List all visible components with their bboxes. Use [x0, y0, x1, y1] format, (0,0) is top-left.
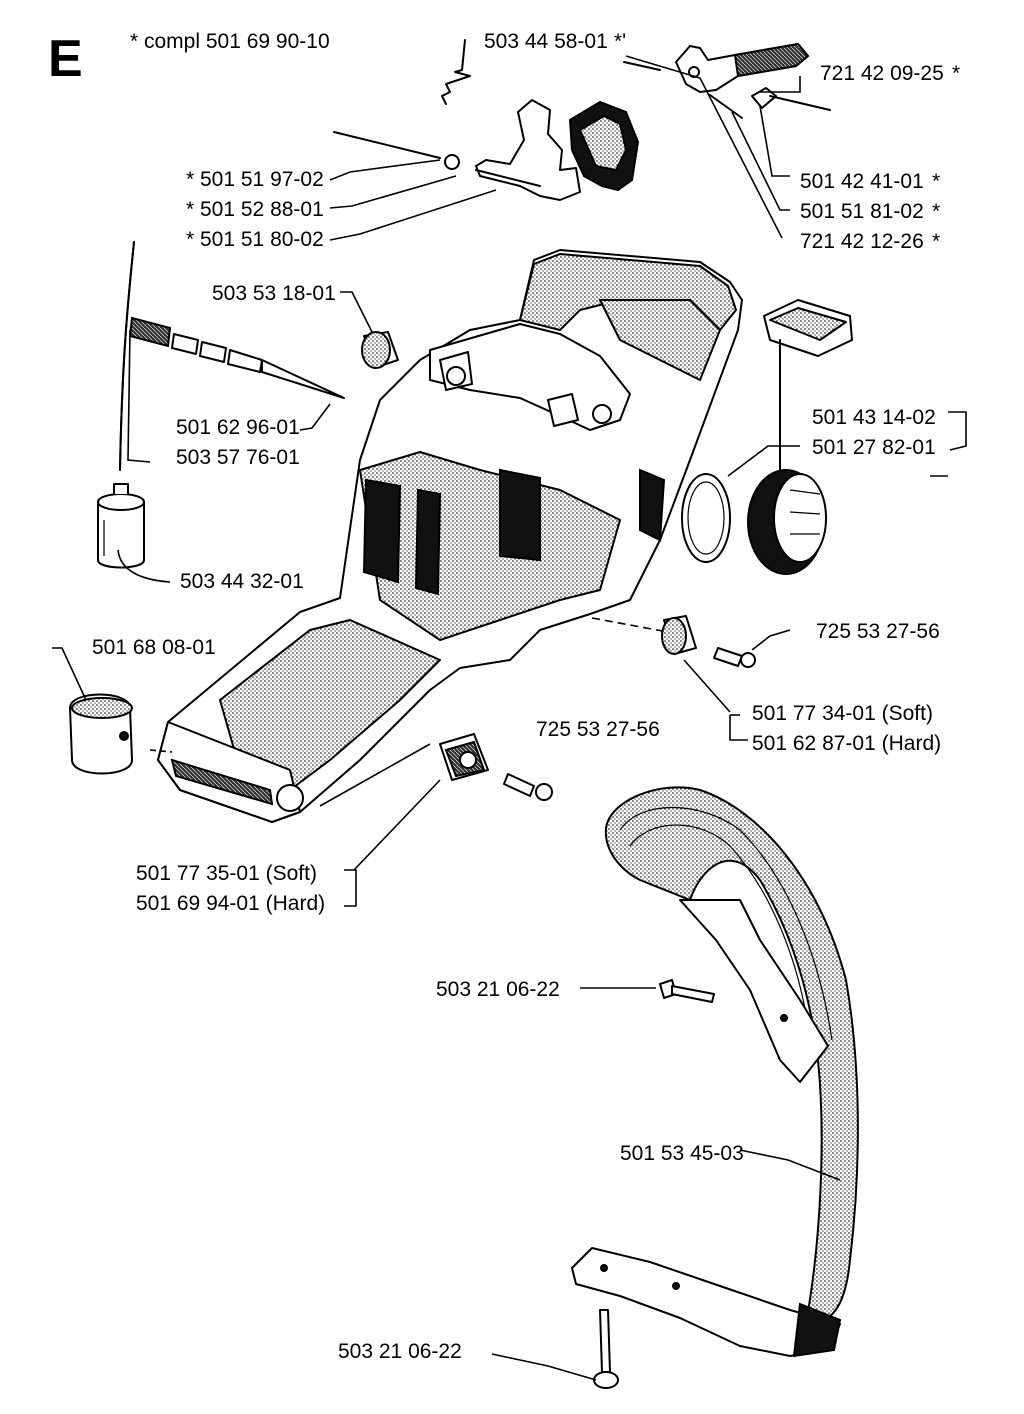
- label-501-42-41-01-mark: *: [932, 170, 940, 193]
- pin-501-51-97-02: [333, 131, 441, 159]
- label-503-53-18-01: 503 53 18-01: [212, 282, 336, 305]
- label-503-21-06-22-top: 503 21 06-22: [436, 978, 560, 1001]
- label-721-42-09-25: 721 42 09-25: [820, 62, 944, 85]
- label-501-42-41-01: 501 42 41-01: [800, 170, 924, 193]
- label-501-62-87-01-hard: 501 62 87-01 (Hard): [752, 732, 941, 755]
- pin-721-42-09-25: [769, 95, 831, 111]
- throttle-lockout: [444, 99, 640, 201]
- handle-screw-bottom: [593, 1309, 619, 1389]
- front-handle: [571, 786, 859, 1358]
- label-501-53-45-03: 501 53 45-03: [620, 1142, 744, 1165]
- label-721-42-12-26-mark: *: [932, 230, 940, 253]
- label-721-42-12-26: 721 42 12-26: [800, 230, 924, 253]
- label-501-69-94-01-hard: 501 69 94-01 (Hard): [136, 892, 325, 915]
- screw-725-53-27-56-bottom: [503, 773, 535, 797]
- label-501-43-14-02: 501 43 14-02: [812, 406, 936, 429]
- label-725-53-27-56-bottom: 725 53 27-56: [536, 718, 660, 741]
- rubber-buffer: [361, 331, 399, 369]
- o-ring: [681, 473, 731, 563]
- filter-cap-left: [69, 693, 133, 775]
- spring-wire: [441, 39, 471, 105]
- label-503-44-58-01: 503 44 58-01: [484, 30, 608, 53]
- label-501-27-82-01: 501 27 82-01: [812, 436, 936, 459]
- label-721-42-09-25-mark: *: [952, 62, 960, 85]
- label-501-51-80-02: * 501 51 80-02: [186, 228, 324, 251]
- label-501-77-34-01-soft: 501 77 34-01 (Soft): [752, 702, 933, 725]
- fuel-hose: [119, 241, 135, 471]
- fuel-fitting: [128, 316, 345, 399]
- tank-housing: [157, 249, 743, 823]
- fuel-filter: [97, 483, 145, 569]
- label-503-44-58-01-mark: *': [614, 30, 626, 53]
- kit-note: * compl 501 69 90-10: [130, 30, 330, 53]
- throttle-trigger: [675, 42, 810, 119]
- label-501-77-35-01-soft: 501 77 35-01 (Soft): [136, 862, 317, 885]
- screw-725-53-27-56-right: [713, 647, 743, 667]
- label-503-57-76-01: 503 57 76-01: [176, 446, 300, 469]
- label-501-62-96-01: 501 62 96-01: [176, 416, 300, 439]
- av-buffer-bottom: [439, 733, 489, 781]
- label-501-51-81-02: 501 51 81-02: [800, 200, 924, 223]
- section-letter: E: [48, 30, 83, 88]
- label-503-21-06-22-bottom: 503 21 06-22: [338, 1340, 462, 1363]
- label-725-53-27-56-right: 725 53 27-56: [816, 620, 940, 643]
- label-503-44-32-01: 503 44 32-01: [180, 570, 304, 593]
- pin-small-top: [623, 61, 661, 71]
- label-501-52-88-01: * 501 52 88-01: [186, 198, 324, 221]
- label-501-51-81-02-mark: *: [932, 200, 940, 223]
- av-buffer-right: [661, 615, 697, 655]
- label-501-68-08-01: 501 68 08-01: [92, 636, 216, 659]
- label-501-51-97-02: * 501 51 97-02: [186, 168, 324, 191]
- fuel-cap: [747, 299, 853, 575]
- handle-screw-top: [659, 979, 715, 1003]
